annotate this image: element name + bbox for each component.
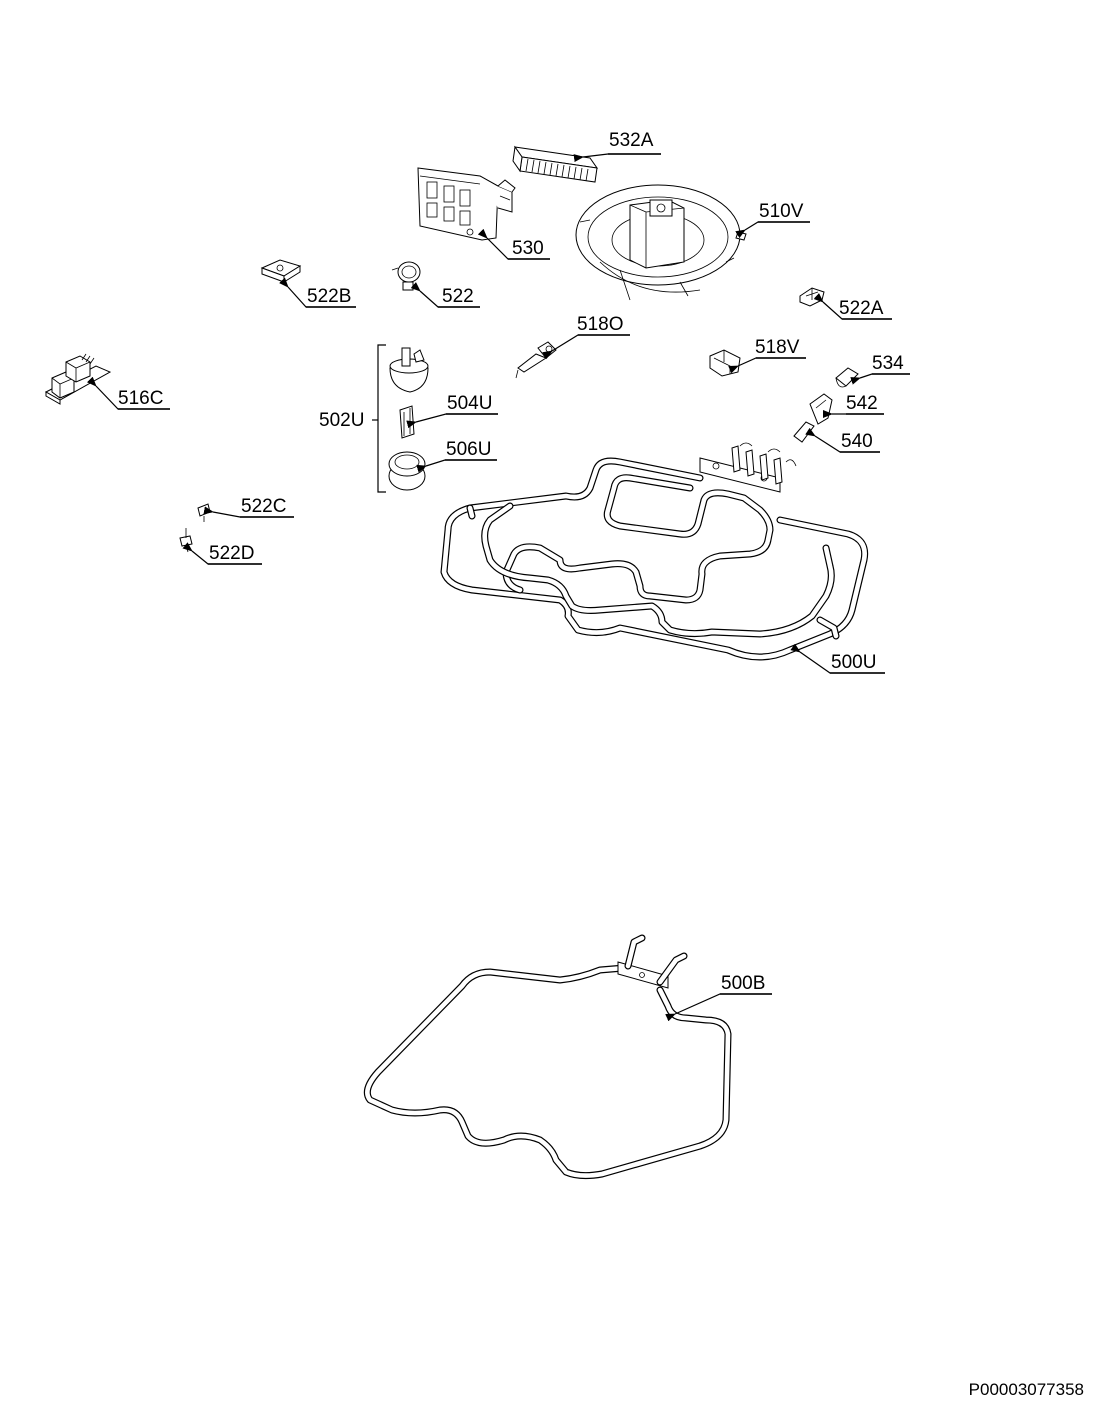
label-500U: 500U <box>831 652 876 673</box>
label-518O: 518O <box>577 314 623 335</box>
label-522A: 522A <box>839 298 884 319</box>
part-532A-terminal-strip <box>512 145 599 183</box>
part-502U-thermostat-cap <box>389 347 429 393</box>
part-540-seal <box>793 421 815 443</box>
part-522-clamp <box>391 261 421 291</box>
label-502U: 502U <box>319 410 364 431</box>
bracket-502U-group <box>372 344 386 493</box>
document-id: P00003077358 <box>968 1380 1084 1399</box>
label-542: 542 <box>846 393 878 414</box>
part-518O-thermostat <box>515 341 557 379</box>
part-542-lamp-cover <box>809 393 833 425</box>
label-522C: 522C <box>241 496 286 517</box>
part-530-selector-switch <box>417 167 516 241</box>
part-534-lamp <box>835 367 859 388</box>
label-534: 534 <box>872 353 904 374</box>
label-522D: 522D <box>209 543 254 564</box>
part-504U-pin <box>399 405 415 439</box>
label-506U: 506U <box>446 439 491 460</box>
label-522B: 522B <box>307 286 351 307</box>
part-518V-thermostat <box>709 349 741 377</box>
label-510V: 510V <box>759 201 804 222</box>
label-532A: 532A <box>609 130 654 151</box>
part-510V-fan-motor <box>575 184 747 301</box>
label-522: 522 <box>442 286 474 307</box>
part-522D-screw <box>179 528 193 553</box>
part-522A-clip <box>799 287 825 307</box>
label-504U: 504U <box>447 393 492 414</box>
part-522B-bracket <box>260 259 302 283</box>
part-522C-screw <box>197 503 211 522</box>
part-516C-filter-board <box>44 353 112 405</box>
label-530: 530 <box>512 238 544 259</box>
label-516C: 516C <box>118 388 163 409</box>
part-500B-lower-heating-element <box>363 934 732 1180</box>
part-500U-upper-heating-element <box>440 442 869 661</box>
label-518V: 518V <box>755 337 800 358</box>
part-506U-knob <box>388 451 426 491</box>
label-540: 540 <box>841 431 873 452</box>
leader-lines <box>86 153 910 1022</box>
label-500B: 500B <box>721 973 765 994</box>
